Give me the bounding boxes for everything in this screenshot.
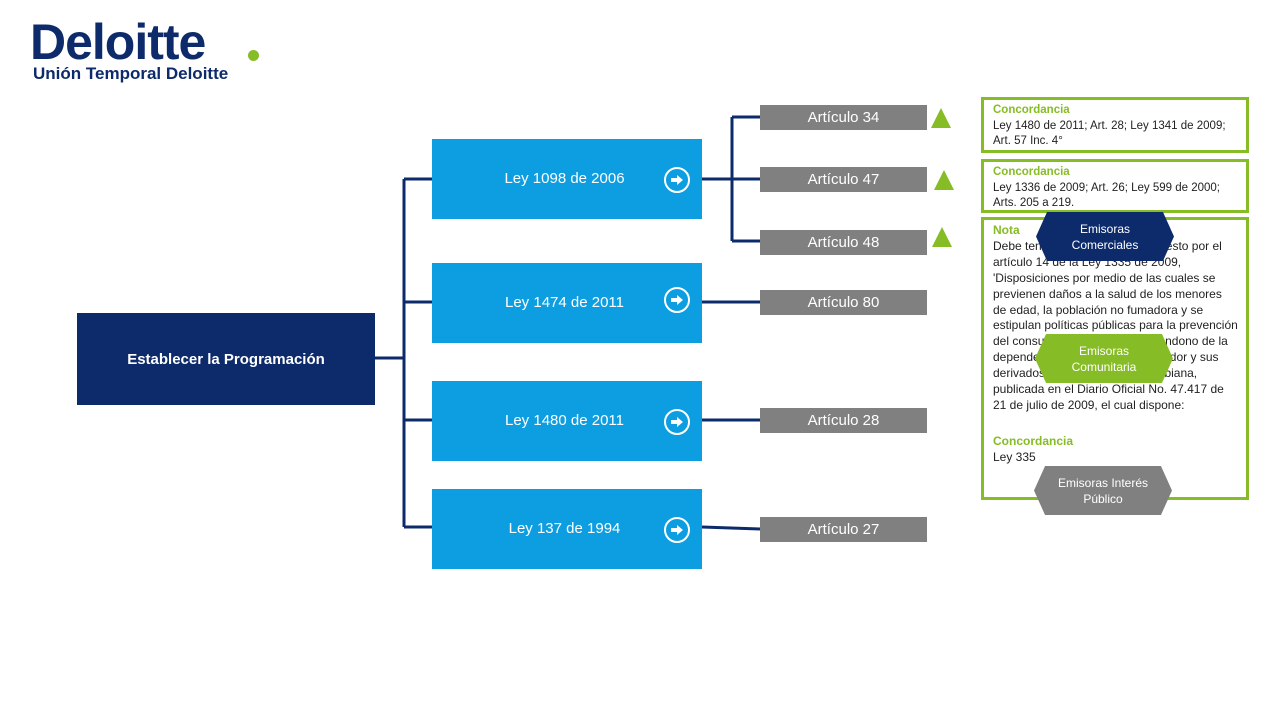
arrow-right-circle-icon[interactable] xyxy=(664,287,690,313)
note-text: Ley 1336 de 2009; Art. 26; Ley 599 de 20… xyxy=(993,181,1220,210)
emisoras-interes-publico-badge[interactable]: Emisoras Interés Público xyxy=(1034,466,1172,515)
ley-box-1480[interactable]: Ley 1480 de 2011 xyxy=(432,381,702,461)
triangle-up-icon[interactable] xyxy=(934,170,954,190)
articulo-box-28[interactable]: Artículo 28 xyxy=(760,408,927,433)
ley-label: Ley 137 de 1994 xyxy=(508,520,621,537)
logo-subtitle: Unión Temporal Deloitte xyxy=(33,64,229,83)
arrow-right-circle-icon[interactable] xyxy=(664,409,690,435)
emisoras-comunitaria-badge[interactable]: Emisoras Comunitaria xyxy=(1035,334,1173,383)
articulo-box-47[interactable]: Artículo 47 xyxy=(760,167,927,192)
emisoras-label: Emisoras Comerciales xyxy=(1071,221,1139,252)
ley-box-137[interactable]: Ley 137 de 1994 xyxy=(432,489,702,569)
ley-label: Ley 1480 de 2011 xyxy=(505,412,624,429)
note-heading: Nota xyxy=(993,223,1020,237)
articulo-label: Artículo 34 xyxy=(807,109,880,126)
main-topic-label: Establecer la Programación xyxy=(127,350,325,368)
note-heading: Concordancia xyxy=(993,433,1074,448)
ley-label: Ley 1098 de 2006 xyxy=(504,170,625,187)
deloitte-logo: Deloitte xyxy=(30,14,206,70)
articulo-box-27[interactable]: Artículo 27 xyxy=(760,517,927,542)
emisoras-label: Emisoras Interés Público xyxy=(1057,475,1149,506)
note-heading: Concordancia xyxy=(993,104,1070,116)
concordancia-box-47: Concordancia Ley 1336 de 2009; Art. 26; … xyxy=(981,159,1249,213)
arrow-right-circle-icon[interactable] xyxy=(664,167,690,193)
emisoras-label: Emisoras Comunitaria xyxy=(1071,343,1137,374)
ley-box-1098[interactable]: Ley 1098 de 2006 xyxy=(432,139,702,219)
ley-label: Ley 1474 de 2011 xyxy=(505,294,624,311)
articulo-box-34[interactable]: Artículo 34 xyxy=(760,105,927,130)
note-heading: Concordancia xyxy=(993,166,1070,178)
articulo-label: Artículo 28 xyxy=(807,412,880,429)
triangle-up-icon[interactable] xyxy=(932,227,952,247)
articulo-label: Artículo 80 xyxy=(807,294,880,311)
emisoras-comerciales-badge[interactable]: Emisoras Comerciales xyxy=(1036,212,1174,261)
logo-dot xyxy=(248,50,259,61)
main-topic-box: Establecer la Programación xyxy=(77,313,375,405)
ley-box-1474[interactable]: Ley 1474 de 2011 xyxy=(432,263,702,343)
articulo-label: Artículo 48 xyxy=(807,234,880,251)
note-text: Ley 1480 de 2011; Art. 28; Ley 1341 de 2… xyxy=(993,119,1226,148)
articulo-label: Artículo 47 xyxy=(807,171,880,188)
articulo-box-80[interactable]: Artículo 80 xyxy=(760,290,927,315)
articulo-label: Artículo 27 xyxy=(807,521,880,538)
arrow-right-circle-icon[interactable] xyxy=(664,517,690,543)
note-text: Debe tenerse en cuenta lo dispuesto por … xyxy=(993,238,1238,412)
note-text: Ley 335 xyxy=(993,449,1036,464)
articulo-box-48[interactable]: Artículo 48 xyxy=(760,230,927,255)
concordancia-box-34: Concordancia Ley 1480 de 2011; Art. 28; … xyxy=(981,97,1249,153)
triangle-up-icon[interactable] xyxy=(931,108,951,128)
